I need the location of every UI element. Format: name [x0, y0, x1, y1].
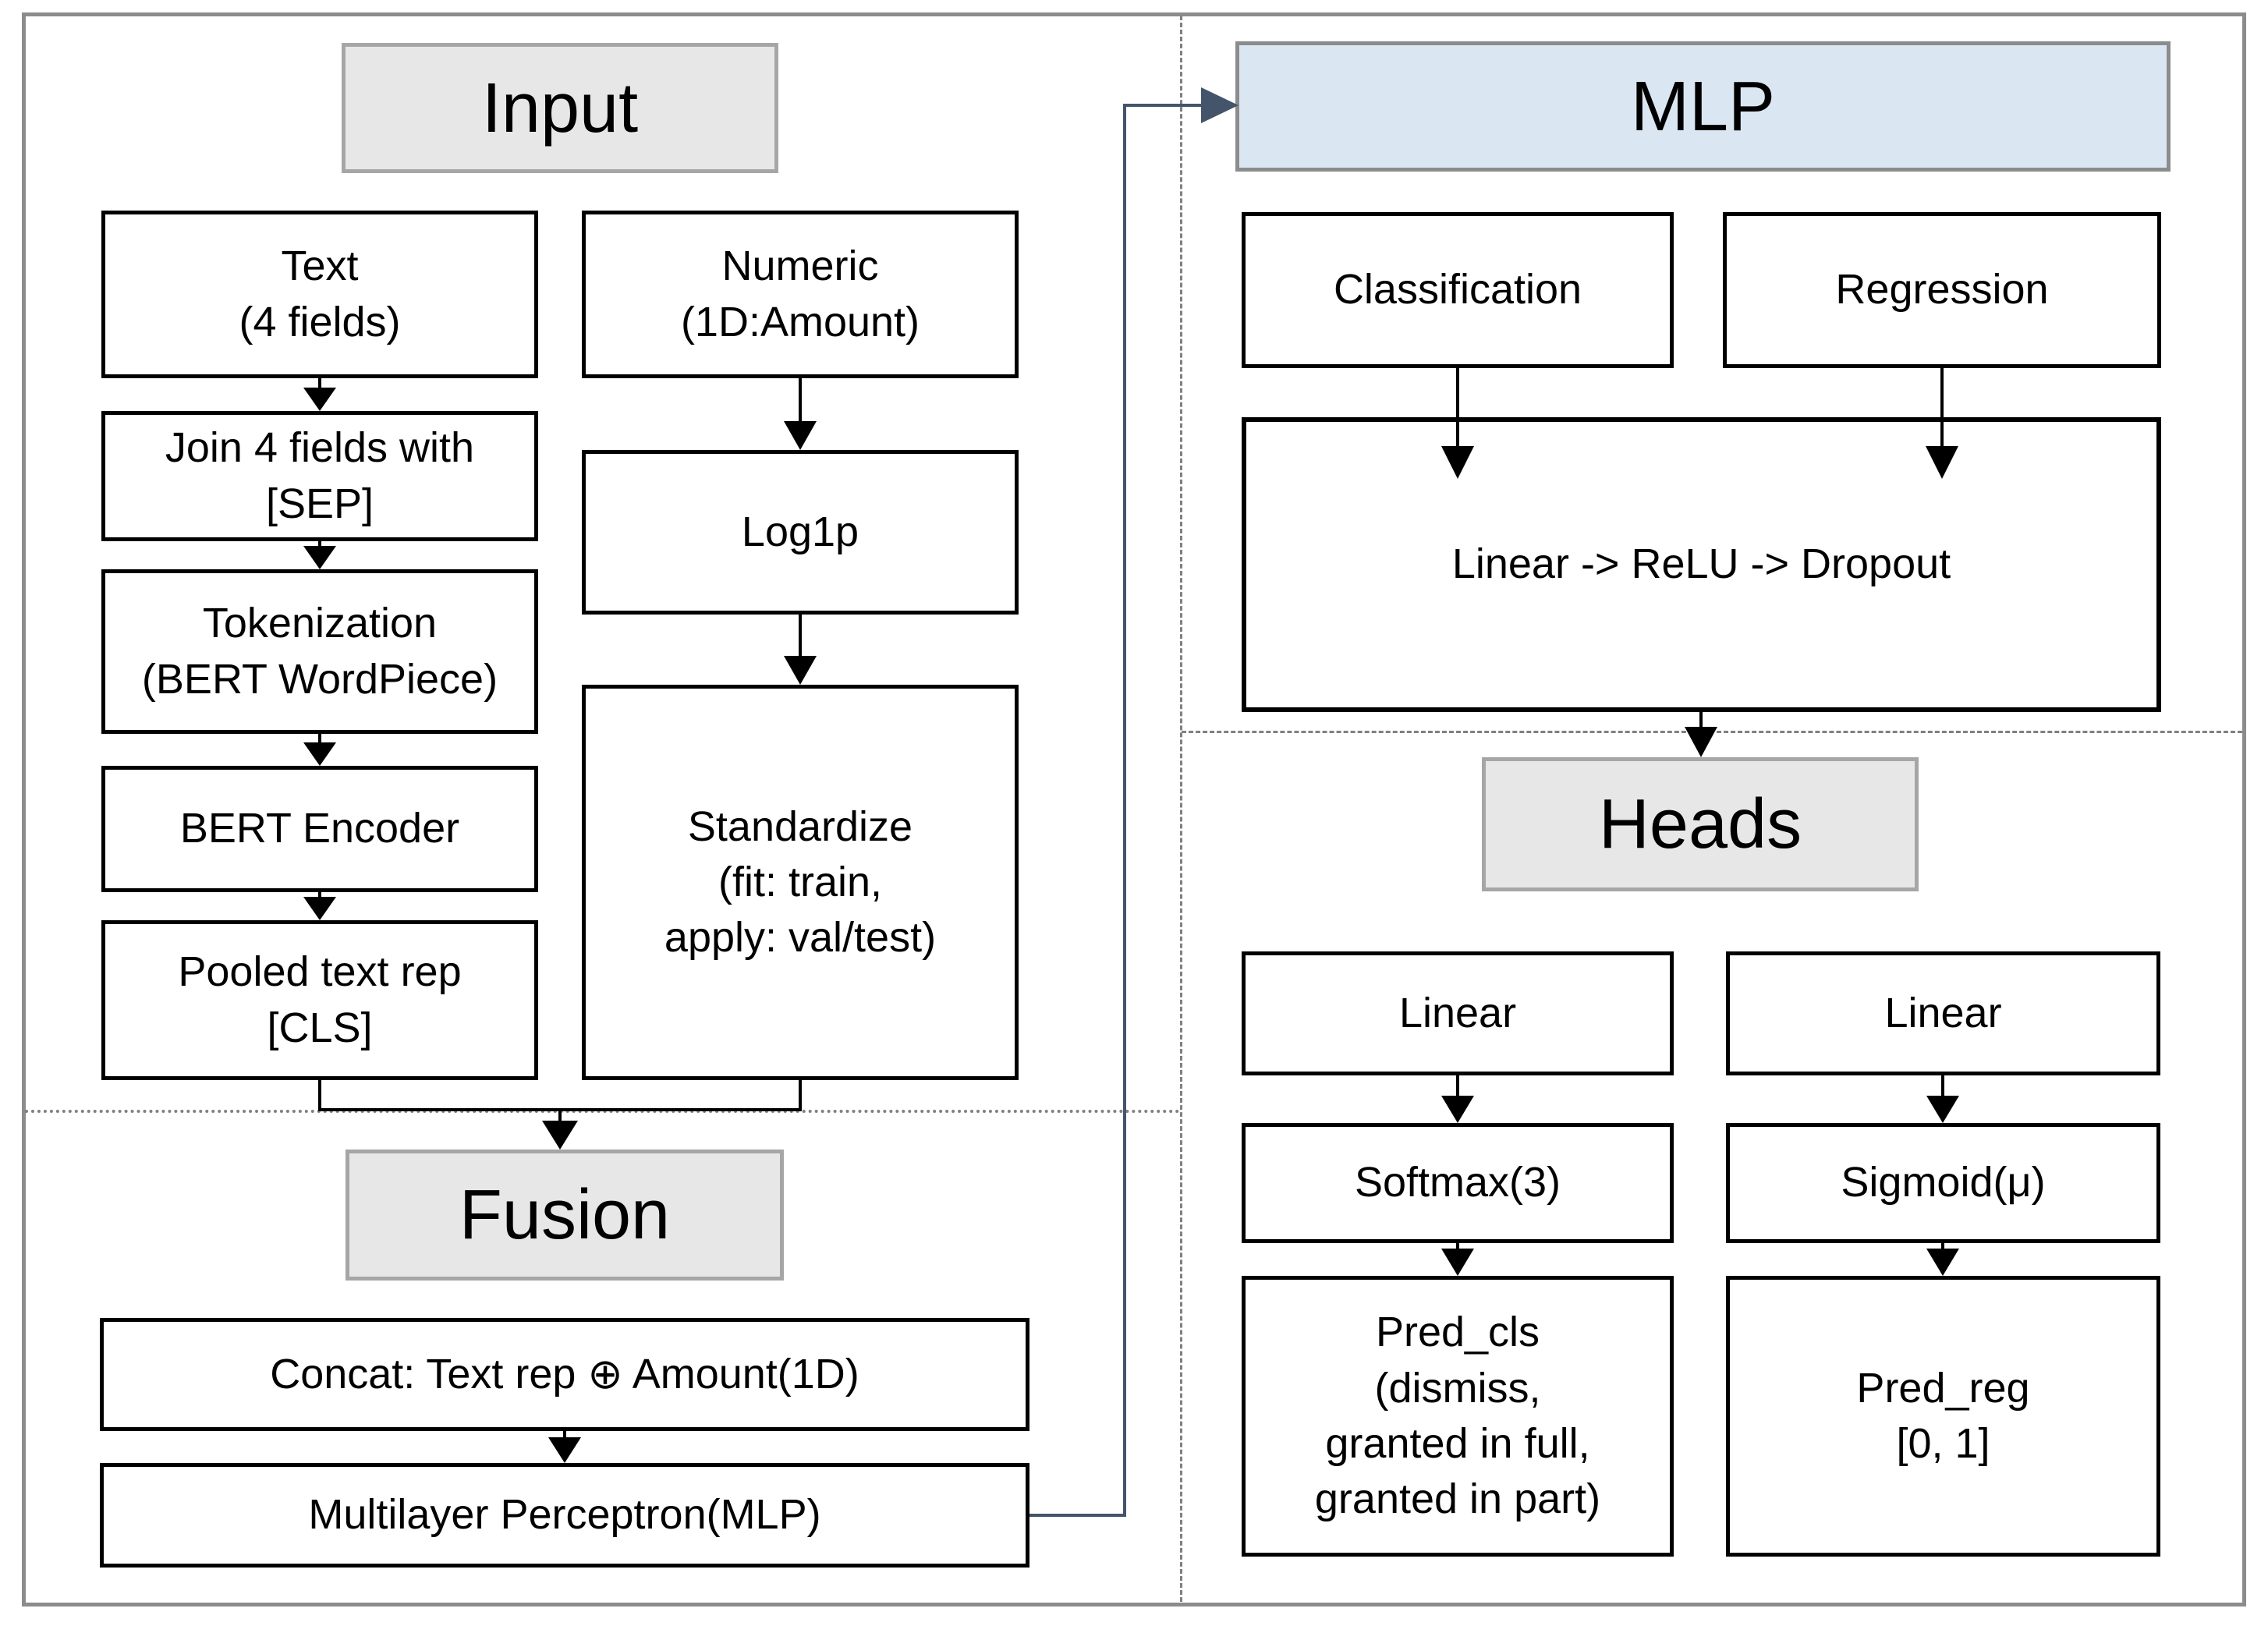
arrow-sigmoid-to-predreg: [1926, 1243, 1959, 1276]
arrow-bert-to-pooled: [303, 892, 336, 920]
tokenization-box: Tokenization (BERT WordPiece): [101, 569, 538, 734]
arrow-layers-to-heads: [1685, 712, 1717, 757]
arrow-regression-to-layers: [1926, 368, 1958, 479]
join-sep-box: Join 4 fields with [SEP]: [101, 411, 538, 541]
arrow-numeric-to-log1p: [784, 378, 817, 450]
cls-linear-box: Linear: [1242, 951, 1674, 1075]
regression-box: Regression: [1723, 212, 2161, 368]
softmax-box: Softmax(3): [1242, 1123, 1674, 1243]
arrow-classification-to-layers: [1441, 368, 1474, 479]
fusion-to-mlp-arrowhead: [1201, 87, 1239, 123]
linear-relu-dropout-box: Linear -> ReLU -> Dropout: [1242, 417, 2161, 712]
fusion-mlp-box: Multilayer Perceptron(MLP): [100, 1463, 1029, 1568]
arrow-concat-to-mlp: [548, 1431, 581, 1463]
log1p-box: Log1p: [582, 450, 1019, 615]
arrow-softmax-to-predcls: [1441, 1243, 1474, 1276]
arrow-clslinear-to-softmax: [1441, 1075, 1474, 1123]
merge-connector: [318, 1080, 802, 1111]
arrow-merge-to-fusion: [542, 1110, 578, 1150]
outer-border: [22, 12, 2246, 1607]
arrow-text-to-join: [303, 378, 336, 411]
text-input-box: Text (4 fields): [101, 211, 538, 378]
numeric-input-box: Numeric (1D:Amount): [582, 211, 1019, 378]
arrow-tokenization-to-bert: [303, 734, 336, 766]
vertical-dashed-divider: [1180, 16, 1182, 1602]
classification-box: Classification: [1242, 212, 1674, 368]
pooled-rep-box: Pooled text rep [CLS]: [101, 920, 538, 1080]
arrow-reglinear-to-sigmoid: [1926, 1075, 1959, 1123]
bert-encoder-box: BERT Encoder: [101, 766, 538, 892]
input-section-header: Input: [342, 43, 778, 173]
concat-box: Concat: Text rep ⊕ Amount(1D): [100, 1318, 1029, 1431]
reg-linear-box: Linear: [1726, 951, 2160, 1075]
arrow-join-to-tokenization: [303, 541, 336, 569]
pred-reg-box: Pred_reg [0, 1]: [1726, 1276, 2160, 1557]
sigmoid-box: Sigmoid(μ): [1726, 1123, 2160, 1243]
heads-section-header: Heads: [1482, 757, 1919, 891]
pred-cls-box: Pred_cls (dismiss, granted in full, gran…: [1242, 1276, 1674, 1557]
fusion-to-mlp-connector: [1029, 87, 1239, 1517]
arrow-log1p-to-standardize: [784, 615, 817, 685]
fusion-section-header: Fusion: [346, 1150, 784, 1281]
standardize-box: Standardize (fit: train, apply: val/test…: [582, 685, 1019, 1080]
mlp-section-header: MLP: [1235, 41, 2171, 172]
